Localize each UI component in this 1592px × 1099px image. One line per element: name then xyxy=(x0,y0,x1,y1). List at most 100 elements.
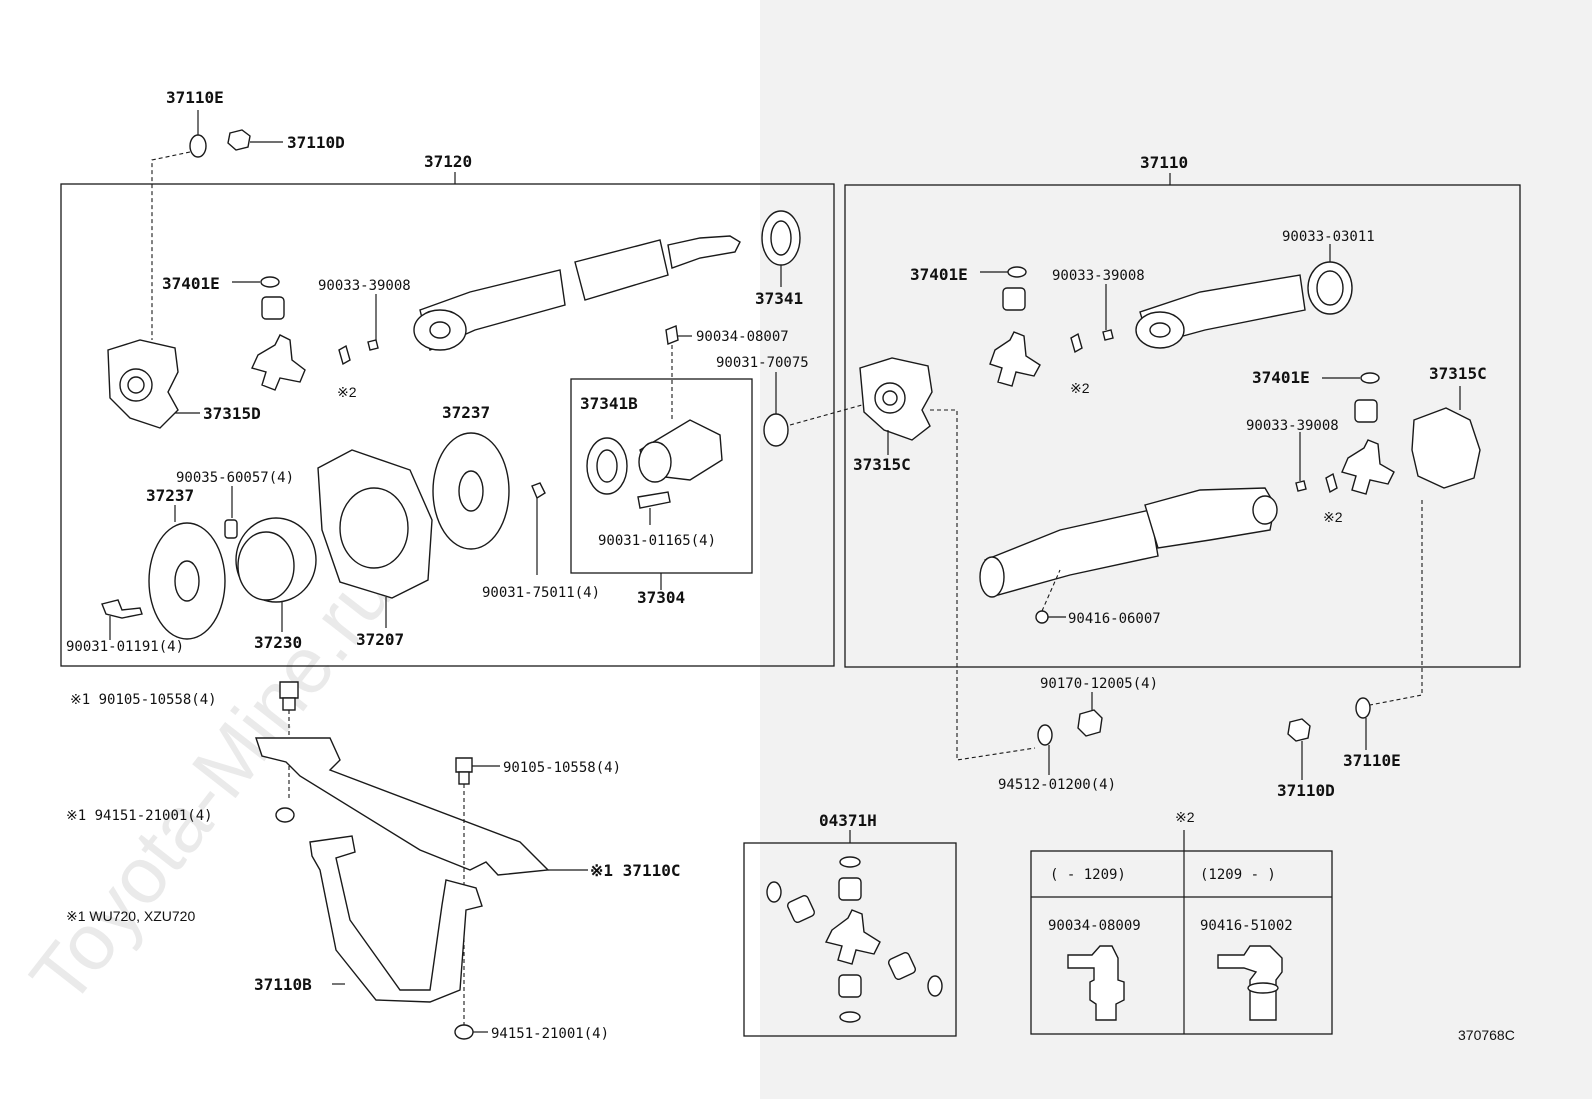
label-37401e-left: 37401E xyxy=(162,274,220,293)
bearing-cup-top-icon xyxy=(1002,287,1026,311)
label-90031-70075: 90031-70075 xyxy=(716,355,809,371)
grease-fitting-k2-mid-icon xyxy=(1325,472,1338,494)
washer-37110e-icon xyxy=(189,134,207,158)
box-37120 xyxy=(60,183,835,667)
label-37341b: 37341B xyxy=(580,394,638,413)
box-37110 xyxy=(844,184,1521,668)
kit-cup-right-icon xyxy=(887,951,917,981)
table-col1-range: ( - 1209) xyxy=(1050,867,1126,883)
spider-mid-icon xyxy=(1341,439,1395,495)
bracket-37110c-icon xyxy=(255,737,550,876)
grease-fitting-39008-mid-icon xyxy=(1295,480,1307,492)
label-90105-10558: 90105-10558(4) xyxy=(503,760,621,776)
nut-37110d-icon xyxy=(227,129,251,151)
snap-ring-37401e-top-icon xyxy=(1007,266,1027,278)
kit-snap-ring-top-icon xyxy=(839,856,861,868)
nut-21001-bottom-icon xyxy=(454,1024,474,1040)
shaft-rear-section-icon xyxy=(574,239,669,301)
label-90416-06007: 90416-06007 xyxy=(1068,611,1161,627)
spider-icon xyxy=(251,334,306,391)
label-37207: 37207 xyxy=(356,630,404,649)
kit-cup-top-icon xyxy=(838,877,862,901)
label-k1-94151-21001: ※1 94151-21001(4) xyxy=(66,808,213,824)
label-90033-39008-left: 90033-39008 xyxy=(318,278,411,294)
label-90035-60057: 90035-60057(4) xyxy=(176,470,294,486)
label-k2-left: ※2 xyxy=(337,384,357,400)
nut-75011-icon xyxy=(531,482,546,500)
label-37120: 37120 xyxy=(424,152,472,171)
label-k2-right-mid: ※2 xyxy=(1323,509,1343,525)
label-k1-37110c: ※1 37110C xyxy=(590,861,680,880)
grease-fitting-39008-icon xyxy=(367,339,379,351)
label-37237-left: 37237 xyxy=(146,486,194,505)
label-37110e-bottom: 37110E xyxy=(1343,751,1401,770)
kit-spider-icon xyxy=(824,909,881,965)
bolt-10558-icon xyxy=(455,757,473,773)
hanger-37110b-icon xyxy=(309,835,483,1003)
note-wu720: ※1 WU720, XZU720 xyxy=(66,908,195,924)
label-94151-21001-bottom: 94151-21001(4) xyxy=(491,1026,609,1042)
table-col2-part: 90416-51002 xyxy=(1200,918,1293,934)
bearing-cup-mid-icon xyxy=(1354,399,1378,423)
label-37230: 37230 xyxy=(254,633,302,652)
flange-yoke-37315c-right-icon xyxy=(1411,407,1481,489)
label-90031-01191: 90031-01191(4) xyxy=(66,639,184,655)
label-37304: 37304 xyxy=(637,588,685,607)
nut-21001-k1-icon xyxy=(275,807,295,823)
label-k2-right-top: ※2 xyxy=(1070,380,1090,396)
fitting-90034-08009-icon xyxy=(1067,945,1125,1021)
label-90031-75011: 90031-75011(4) xyxy=(482,585,600,601)
splined-end-icon xyxy=(667,235,741,269)
nut-12005-icon xyxy=(1077,709,1103,737)
table-note-k2: ※2 xyxy=(1175,809,1195,825)
grease-fitting-39008-top-icon xyxy=(1102,329,1114,341)
snap-ring-37401e-icon xyxy=(260,276,280,288)
table-col2-range: (1209 - ) xyxy=(1200,867,1276,883)
label-37110d-top: 37110D xyxy=(287,133,345,152)
spider-top-icon xyxy=(989,331,1041,387)
shaft-lower-front-icon xyxy=(984,509,1159,596)
kit-cup-left-icon xyxy=(786,894,816,924)
label-37401e-right-top: 37401E xyxy=(910,265,968,284)
grease-fitting-08007-icon xyxy=(665,325,679,345)
grease-fitting-k2-top-icon xyxy=(1070,332,1083,354)
fitting-90416-51002-icon xyxy=(1217,945,1283,1021)
label-37110d-bottom: 37110D xyxy=(1277,781,1335,800)
washer-37110e-bottom-icon xyxy=(1355,697,1371,719)
kit-snap-ring-bottom-icon xyxy=(839,1011,861,1023)
grease-fitting-k2-icon xyxy=(338,344,351,366)
label-94512-01200: 94512-01200(4) xyxy=(998,777,1116,793)
kit-snap-ring-right-icon xyxy=(927,975,943,997)
table-col1-part: 90034-08009 xyxy=(1048,918,1141,934)
label-04371h: 04371H xyxy=(819,811,877,830)
label-37110: 37110 xyxy=(1140,153,1188,172)
bolt-10558-k1-icon xyxy=(279,681,299,699)
label-90034-08007: 90034-08007 xyxy=(696,329,789,345)
label-37341: 37341 xyxy=(755,289,803,308)
label-37237-right: 37237 xyxy=(442,403,490,422)
kit-cup-bottom-icon xyxy=(838,974,862,998)
label-37315c-right: 37315C xyxy=(1429,364,1487,383)
washer-01200-icon xyxy=(1037,724,1053,746)
grommet-70075-icon xyxy=(763,413,789,447)
label-90033-03011: 90033-03011 xyxy=(1282,229,1375,245)
label-90031-01165: 90031-01165(4) xyxy=(598,533,716,549)
snap-ring-37401e-mid-icon xyxy=(1360,372,1380,384)
label-k1-90105-10558: ※1 90105-10558(4) xyxy=(70,692,217,708)
collar-60057-icon xyxy=(224,519,238,539)
label-90033-39008-right-top: 90033-39008 xyxy=(1052,268,1145,284)
grease-fitting-06007-icon xyxy=(1035,610,1049,624)
right-background-panel xyxy=(760,0,1592,1099)
label-37315c-left: 37315C xyxy=(853,455,911,474)
label-90170-12005: 90170-12005(4) xyxy=(1040,676,1158,692)
nut-37110d-bottom-icon xyxy=(1287,718,1311,742)
box-table xyxy=(1030,850,1333,1035)
label-90033-39008-right-mid: 90033-39008 xyxy=(1246,418,1339,434)
label-37110b: 37110B xyxy=(254,975,312,994)
bolt-01165-icon xyxy=(637,491,671,509)
bolt-01191-icon xyxy=(101,599,143,619)
diagram-code: 370768C xyxy=(1458,1027,1515,1043)
label-37315d: 37315D xyxy=(203,404,261,423)
